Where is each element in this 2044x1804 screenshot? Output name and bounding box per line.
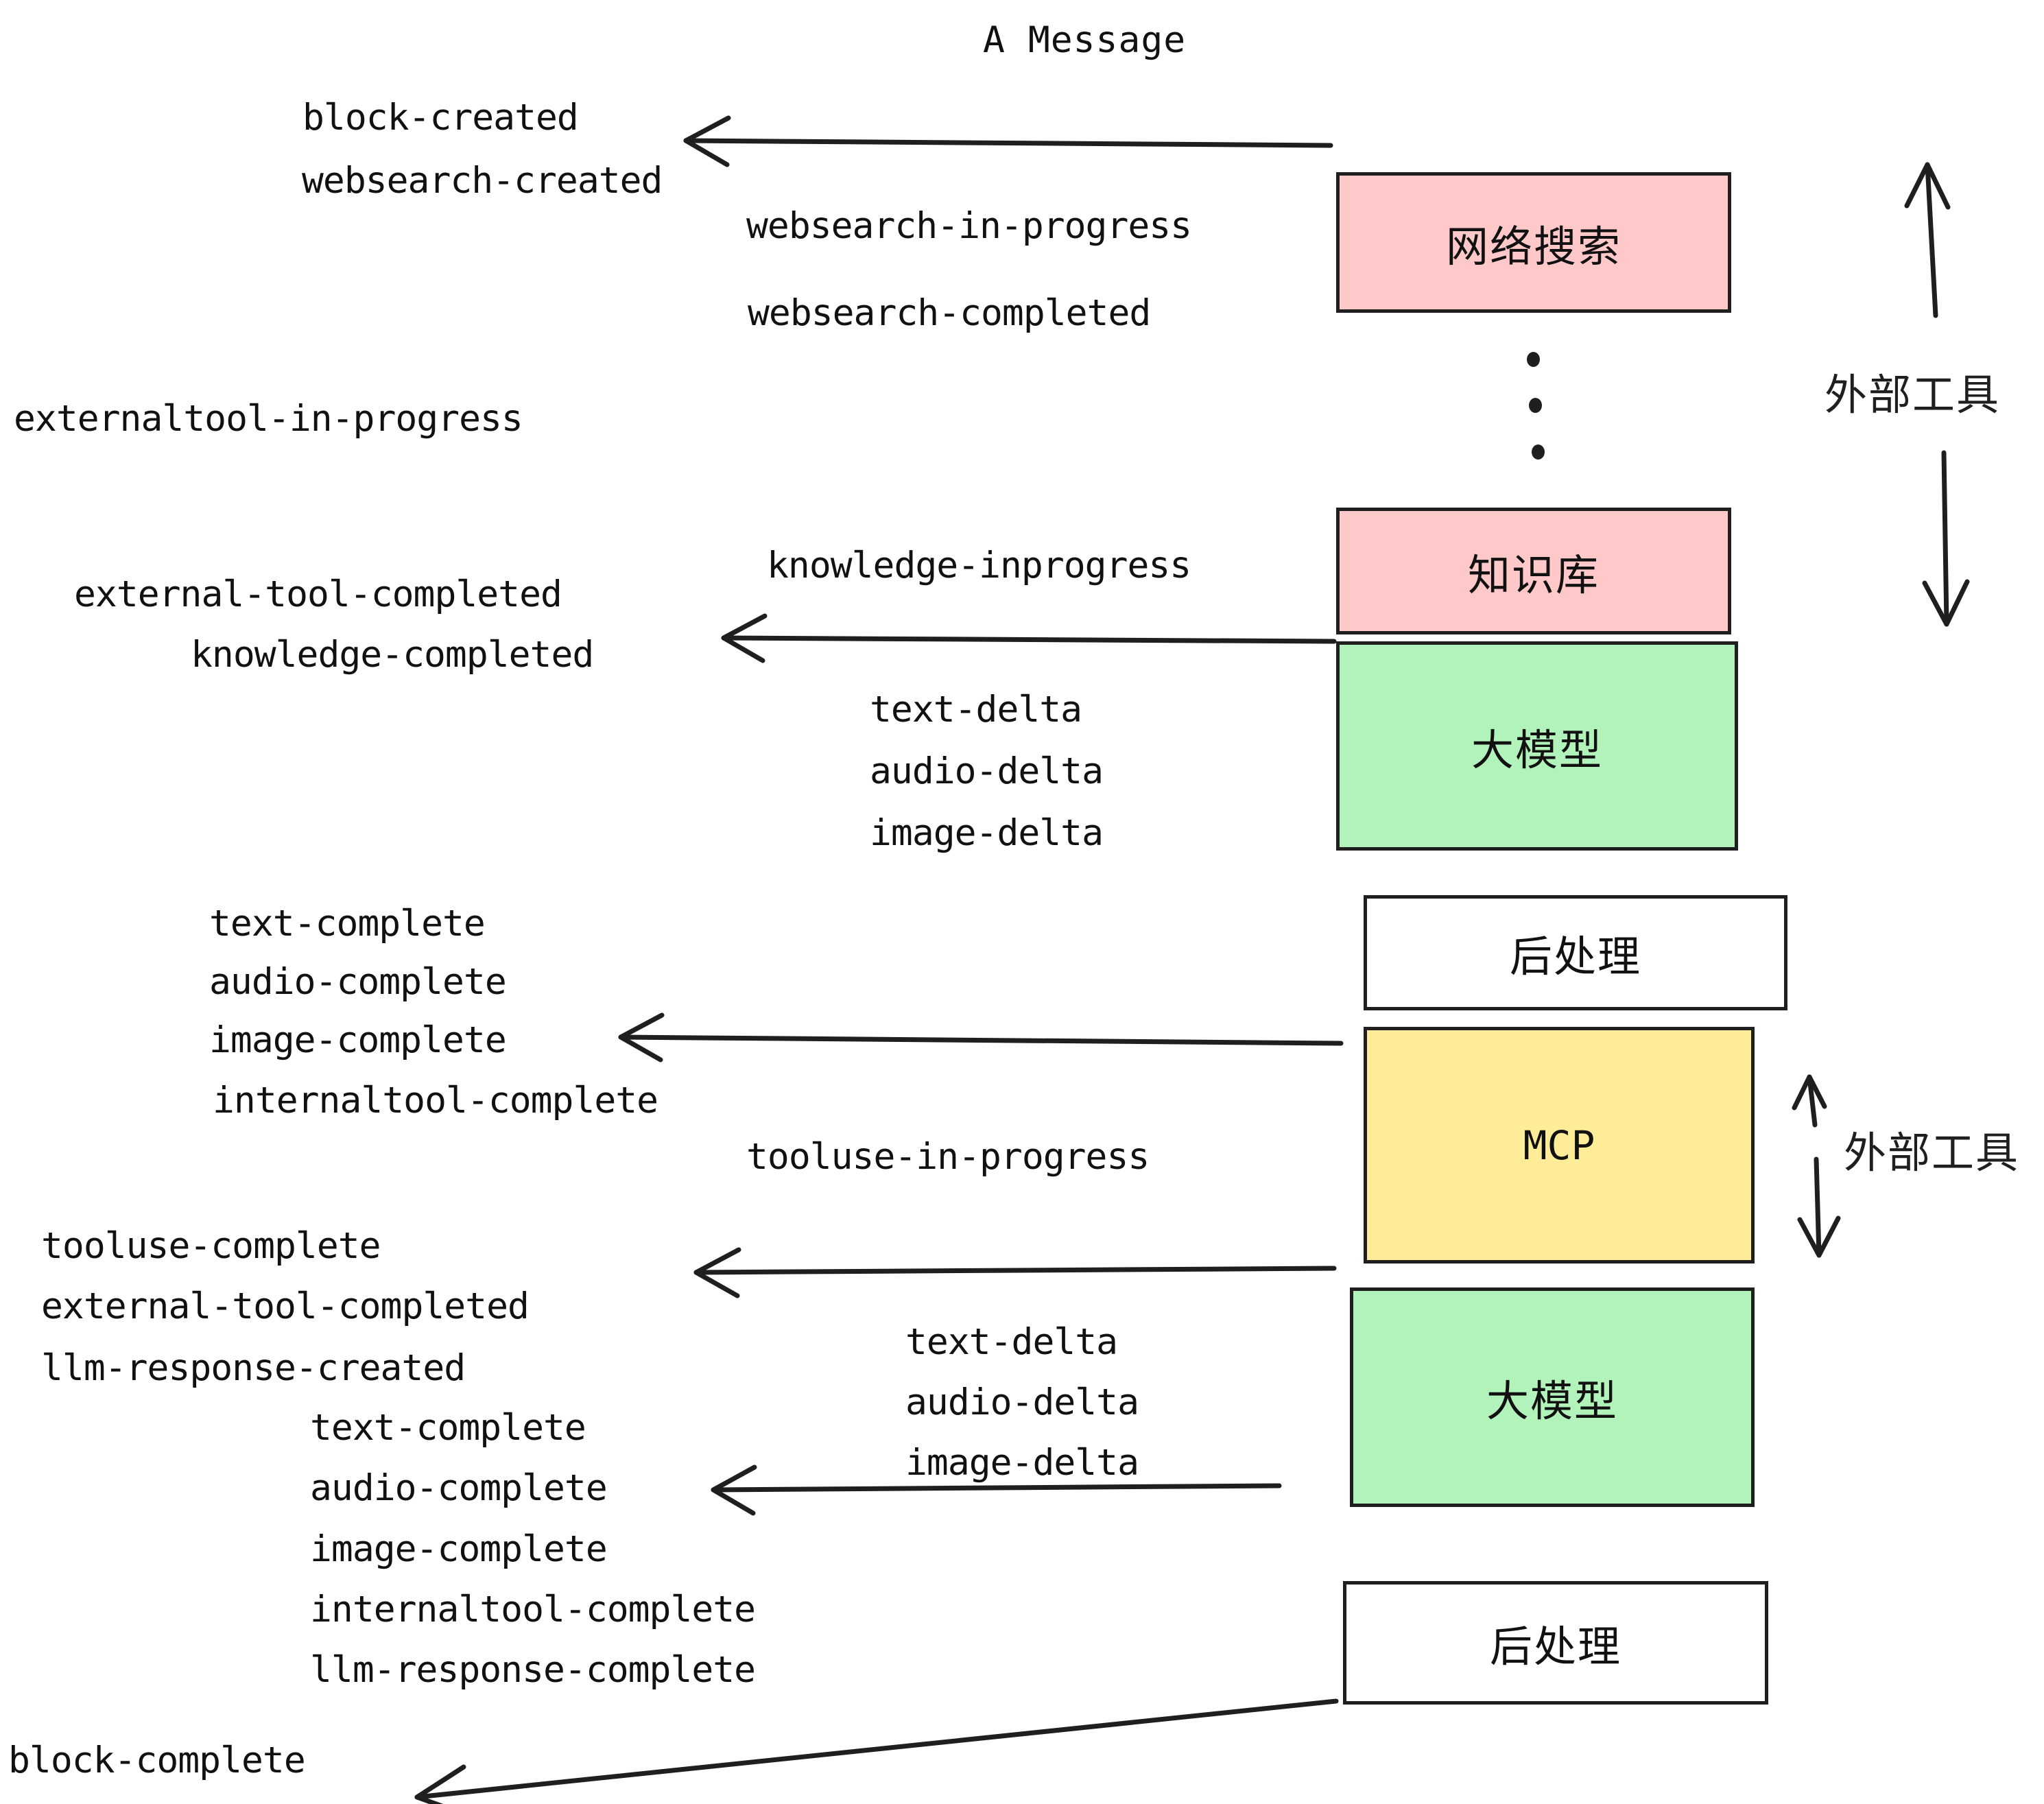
event-block-complete: block-complete <box>8 1740 306 1781</box>
arrow-websearch-to-events <box>683 138 1333 148</box>
event-text-delta-1: text-delta <box>870 689 1082 731</box>
event-websearch-created: websearch-created <box>302 160 663 202</box>
event-external-tool-completed-1: external-tool-completed <box>74 573 562 615</box>
arrow-mcp-to-events <box>693 1266 1337 1275</box>
node-websearch-label: 网络搜索 <box>1445 221 1621 272</box>
event-audio-complete-2: audio-complete <box>310 1467 608 1509</box>
event-websearch-in-progress: websearch-in-progress <box>746 205 1192 247</box>
event-internaltool-complete-2: internaltool-complete <box>310 1589 756 1630</box>
node-mcp-label: MCP <box>1523 1121 1595 1169</box>
node-llm-1[interactable]: 大模型 <box>1336 641 1738 851</box>
node-llm-2[interactable]: 大模型 <box>1350 1287 1755 1507</box>
event-externaltool-in-progress: externaltool-in-progress <box>14 398 523 440</box>
ellipsis-dot-2 <box>1529 398 1542 413</box>
arrow-knowledge-to-events <box>721 635 1337 644</box>
event-image-complete-2: image-complete <box>310 1528 608 1570</box>
event-image-delta-2: image-delta <box>905 1442 1139 1484</box>
node-knowledge[interactable]: 知识库 <box>1336 508 1731 634</box>
event-external-tool-completed-2: external-tool-completed <box>41 1285 530 1327</box>
bracket-top-up-arrow <box>1925 162 1938 318</box>
event-tooluse-complete: tooluse-complete <box>41 1225 381 1267</box>
event-llm-response-created: llm-response-created <box>41 1347 466 1389</box>
node-mcp[interactable]: MCP <box>1364 1027 1755 1263</box>
bracket-bottom-down-arrow <box>1814 1156 1822 1258</box>
node-postprocess-2[interactable]: 后处理 <box>1343 1581 1768 1705</box>
diagram-title: A Message <box>983 19 1187 61</box>
node-llm-1-label: 大模型 <box>1471 724 1603 775</box>
node-websearch[interactable]: 网络搜索 <box>1336 172 1731 313</box>
arrow-postproc2-to-block-complete <box>414 1698 1339 1800</box>
event-internaltool-complete-1: internaltool-complete <box>213 1080 658 1121</box>
side-label-external-tools-bottom: 外部工具 <box>1844 1128 2020 1178</box>
event-audio-delta-2: audio-delta <box>905 1381 1139 1423</box>
bracket-top-down-arrow <box>1941 450 1949 627</box>
node-knowledge-label: 知识库 <box>1467 549 1600 600</box>
event-knowledge-completed: knowledge-completed <box>191 634 594 676</box>
ellipsis-dot-3 <box>1532 444 1545 460</box>
node-postprocess-1[interactable]: 后处理 <box>1364 895 1787 1010</box>
event-websearch-completed: websearch-completed <box>748 292 1151 334</box>
node-postprocess-2-label: 后处理 <box>1489 1622 1621 1672</box>
node-llm-2-label: 大模型 <box>1486 1376 1618 1426</box>
arrow-llm2-to-events <box>711 1483 1282 1493</box>
ellipsis-dot-1 <box>1527 352 1540 367</box>
arrow-postproc1-to-events <box>618 1034 1344 1046</box>
bracket-bottom-up-arrow <box>1807 1074 1818 1128</box>
event-block-created: block-created <box>302 97 579 139</box>
event-llm-response-complete: llm-response-complete <box>310 1649 756 1691</box>
event-audio-complete-1: audio-complete <box>209 961 507 1003</box>
event-text-delta-2: text-delta <box>905 1321 1118 1363</box>
node-postprocess-1-label: 后处理 <box>1509 931 1641 982</box>
event-knowledge-inprogress: knowledge-inprogress <box>767 545 1191 586</box>
event-text-complete-1: text-complete <box>209 903 486 945</box>
event-audio-delta-1: audio-delta <box>870 750 1104 792</box>
event-image-complete-1: image-complete <box>209 1019 507 1061</box>
event-image-delta-1: image-delta <box>870 812 1104 854</box>
event-text-complete-2: text-complete <box>310 1407 586 1449</box>
side-label-external-tools-top: 外部工具 <box>1825 370 2001 420</box>
event-tooluse-in-progress: tooluse-in-progress <box>746 1136 1150 1178</box>
